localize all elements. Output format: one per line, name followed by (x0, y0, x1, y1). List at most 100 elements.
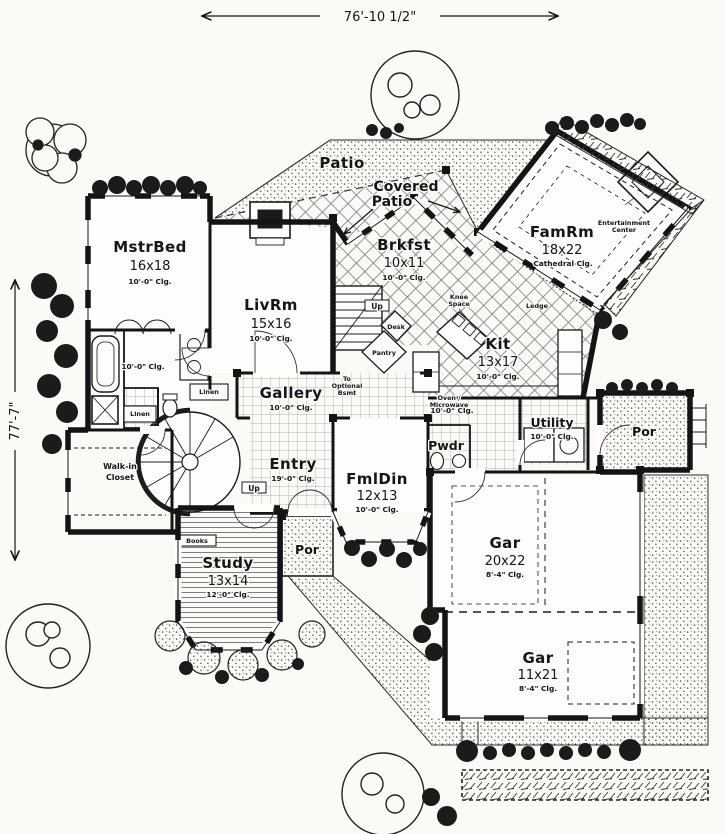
bush-garage-west (413, 607, 443, 661)
por-front-name: Por (295, 542, 320, 557)
bush-patio-small (366, 123, 404, 139)
study-clg: 12'-0" Clg. (206, 590, 249, 599)
famrm-ceiling-lines (485, 143, 673, 315)
oven-2: Microwave (430, 401, 469, 409)
study-bay-shrubs (154, 620, 326, 681)
trees (5, 50, 460, 834)
bushes (31, 113, 678, 826)
covered-patio-line1: Covered (374, 179, 439, 195)
dim-left-label: 77'-7" (8, 401, 23, 440)
spiral-stair (135, 407, 267, 517)
pantry: Pantry (372, 349, 397, 357)
garage-dashed-lines (445, 478, 640, 705)
covered-patio-arrow-left (344, 208, 374, 234)
livrm-size: 15x16 (251, 317, 292, 332)
fmldin-name: FmlDin (346, 470, 408, 488)
main-stairs (333, 285, 390, 351)
gar-side-size: 11x21 (518, 668, 559, 683)
tile-gallery (237, 373, 428, 418)
up-entry: Up (248, 484, 260, 493)
ent-1: Entertainment (598, 219, 650, 227)
linen-cabinet-a (123, 405, 157, 423)
powder-fixtures (429, 451, 467, 471)
street-hedge-strip (461, 769, 709, 801)
books: Books (186, 537, 208, 545)
livrm-clg: 10'-0" Clg. (249, 334, 292, 343)
utility-name: Utility (530, 415, 573, 430)
driveway (643, 474, 709, 746)
kit-name: Kit (485, 335, 510, 353)
closet-rods (74, 447, 166, 516)
tile-entry (250, 418, 333, 512)
rear-porch-floor (600, 393, 690, 470)
tree-bottom-left (5, 603, 91, 689)
bush-famrm-corner (594, 311, 628, 340)
entry-clg: 19'-0" Clg. (271, 474, 314, 483)
linen-b: Linen (199, 388, 219, 396)
fmldin-size: 12x13 (357, 489, 398, 504)
linen-a: Linen (130, 410, 150, 418)
doors (139, 326, 631, 529)
gar-main-clg: 8'-4" Clg. (486, 570, 524, 579)
toilet (162, 398, 178, 418)
famrm-clg: Cathedral Clg. (533, 259, 592, 268)
bsmt-3: Bsmt (338, 389, 356, 397)
brkfst-size: 10x11 (384, 256, 425, 271)
patio-floor (215, 131, 557, 232)
dimension-lines (15, 16, 558, 560)
gar-main-name: Gar (489, 534, 520, 552)
bush-study-bay-dark (179, 658, 304, 684)
mstrbed-name: MstrBed (113, 238, 187, 256)
porch-steps (690, 404, 707, 448)
por-rear-name: Por (632, 424, 657, 439)
covered-patio-arrow-right (427, 200, 460, 212)
covered-patio-line2: Patio (372, 194, 413, 210)
famrm-size: 18x22 (542, 243, 583, 258)
bush-row-garage-bottom (456, 739, 641, 762)
small-partitions (123, 330, 471, 472)
entry-name: Entry (269, 455, 316, 473)
utility-clg: 10'-0" Clg. (530, 432, 573, 441)
desk-nook (380, 310, 412, 342)
gar-side-name: Gar (522, 649, 553, 667)
study-size: 13x14 (208, 574, 249, 589)
mstrbed-size: 16x18 (130, 259, 171, 274)
famrm-name: FamRm (530, 223, 594, 241)
labels: 76'-10 1/2" 77'-7" MstrBed 16x18 10'-0" … (7, 9, 658, 695)
kitchen-island (435, 311, 491, 360)
tile-covered-patio-kit (215, 170, 600, 398)
bush-row-rear-porch (606, 379, 678, 394)
bush-column-left (31, 273, 78, 454)
walkin-line2: Closet (106, 473, 134, 482)
knee-2: Space (448, 300, 470, 308)
site-hardscape (214, 131, 709, 801)
hall-clg: 10'-0" Clg. (430, 406, 473, 415)
gallery-clg: 10'-0" Clg. (269, 403, 312, 412)
tree-top-left (25, 117, 87, 184)
patio-name: Patio (319, 154, 364, 172)
washer-dryer (523, 427, 585, 463)
ent-2: Center (612, 226, 637, 234)
garage-doors (636, 492, 644, 704)
pwdr-name: Pwdr (428, 438, 465, 453)
up-stairs: Up (371, 302, 383, 311)
gar-side-clg: 8'-4" Clg. (519, 684, 557, 693)
mstrbed-clg: 10'-0" Clg. (128, 277, 171, 286)
gallery-name: Gallery (260, 384, 323, 402)
bsmt-1: To (343, 375, 352, 383)
brkfst-name: Brkfst (377, 236, 431, 254)
bush-row-patio-top (545, 113, 646, 135)
knee-1: Knee (450, 293, 469, 301)
pantry-closet (361, 330, 407, 374)
ledge: Ledge (526, 302, 549, 310)
brkfst-clg: 10'-0" Clg. (382, 273, 425, 282)
study-name: Study (202, 554, 253, 572)
livrm-name: LivRm (244, 296, 298, 314)
desk: Desk (387, 323, 405, 331)
bsmt-2: Optional (332, 382, 363, 390)
front-porch-floor (281, 515, 334, 577)
driveway-apron (461, 717, 709, 746)
gar-main-size: 20x22 (485, 554, 526, 569)
